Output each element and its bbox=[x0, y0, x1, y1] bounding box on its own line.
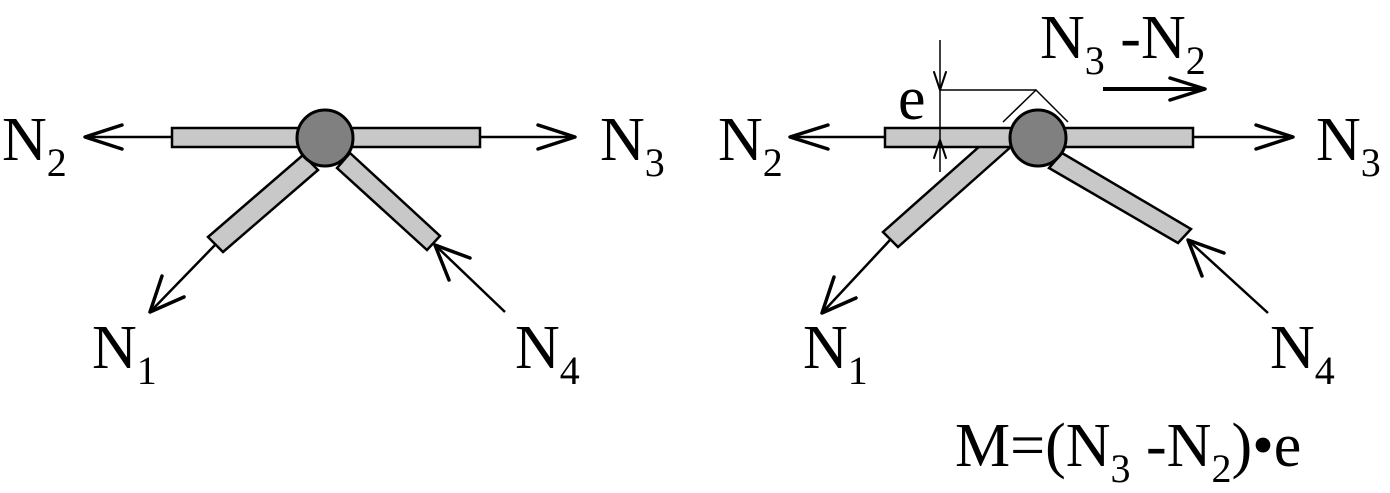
right-eccentricity-label: e bbox=[898, 65, 926, 133]
left-label-n1: N1 bbox=[92, 314, 157, 393]
left-member-n4 bbox=[335, 151, 442, 252]
right-resultant-label: N3 -N2 bbox=[1040, 4, 1206, 83]
left-label-n4: N4 bbox=[515, 314, 580, 393]
right-label-n3: N3 bbox=[1316, 106, 1381, 185]
right-force-n3-arrow bbox=[1193, 123, 1295, 151]
left-member-n1 bbox=[206, 153, 320, 254]
right-force-n2-arrow bbox=[788, 123, 885, 151]
left-node bbox=[295, 108, 355, 168]
left-force-n1-arrow bbox=[148, 244, 216, 314]
left-label-n2: N2 bbox=[2, 106, 67, 185]
right-label-n2: N2 bbox=[718, 106, 783, 185]
right-label-n4: N4 bbox=[1270, 314, 1335, 393]
right-label-n1: N1 bbox=[803, 314, 868, 393]
left-joint: N2 N3 N1 N4 bbox=[2, 106, 665, 393]
left-force-n3-arrow bbox=[480, 123, 577, 151]
left-label-n3: N3 bbox=[600, 106, 665, 185]
left-force-n4-arrow bbox=[433, 243, 506, 313]
right-force-n4-arrow bbox=[1186, 238, 1269, 314]
right-resultant-arrow bbox=[1103, 76, 1207, 102]
right-node bbox=[1008, 108, 1068, 168]
right-member-n4 bbox=[1047, 151, 1193, 245]
left-force-n2-arrow bbox=[83, 123, 172, 151]
right-joint: e N3 -N2 N2 N3 N1 N4 bbox=[718, 4, 1381, 393]
right-force-n1-arrow bbox=[820, 239, 891, 315]
right-eccentricity-dimension bbox=[933, 40, 1036, 172]
moment-formula: M=(N3 -N2)•e bbox=[955, 412, 1301, 491]
